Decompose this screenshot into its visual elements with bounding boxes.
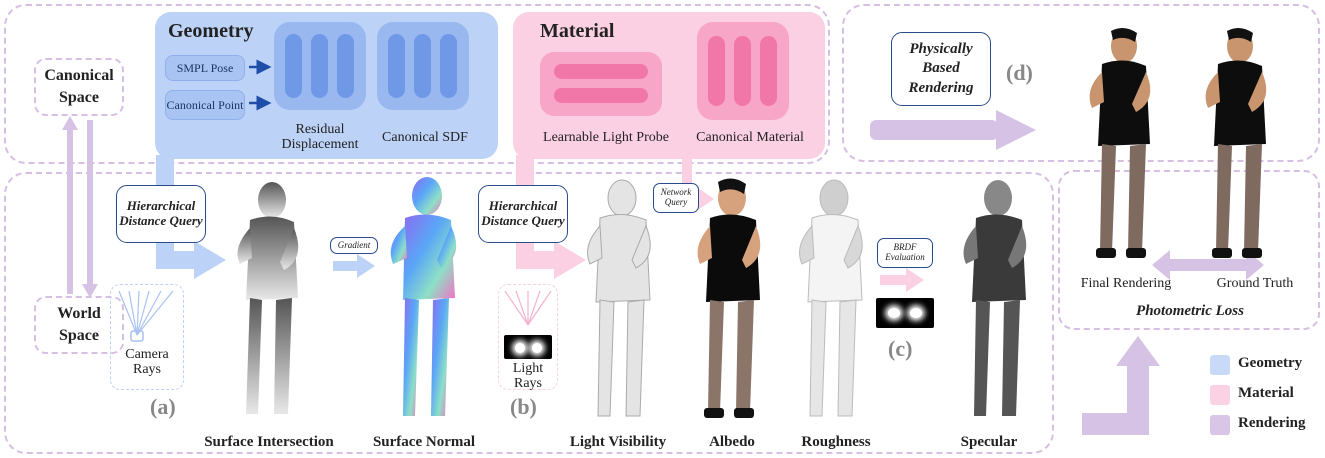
rendering-arrow: [870, 110, 1040, 150]
material-net-icon: [697, 22, 789, 120]
legend-rendering-label: Rendering: [1238, 415, 1306, 432]
sdf-net-icon: [377, 22, 469, 110]
canonical-space-label: Canonical Space: [36, 65, 122, 108]
space-transform-arrows: [60, 116, 104, 298]
light-probe-label: Learnable Light Probe: [527, 130, 685, 145]
geometry-title: Geometry: [168, 20, 254, 43]
final-rendering-image: [1074, 26, 1174, 266]
light-probe-image: [504, 335, 552, 359]
caption-surface-intersection: Surface Intersection: [196, 434, 342, 451]
pbr-box: Physically Based Rendering: [891, 32, 991, 106]
camera-rays-box: Camera Rays: [110, 284, 184, 390]
label-d: (d): [1006, 60, 1033, 86]
smpl-pose-box: SMPL Pose: [165, 55, 245, 81]
light-rays-label: Light Rays: [501, 361, 555, 392]
legend-material-swatch: [1210, 385, 1230, 405]
albedo-image: [678, 176, 778, 428]
ground-truth-label: Ground Truth: [1200, 276, 1310, 291]
canonical-point-box: Canonical Point: [165, 90, 245, 120]
residual-displacement-label: Residual Displacement: [270, 122, 370, 153]
legend-material-label: Material: [1238, 385, 1294, 402]
hierarchical-query-box-1: Hierarchical Distance Query: [116, 185, 206, 243]
label-b: (b): [510, 394, 537, 420]
brdf-evaluation-box: BRDF Evaluation: [877, 238, 933, 268]
canonical-space-box: Canonical Space: [34, 58, 124, 116]
label-a: (a): [150, 394, 176, 420]
legend-rendering-swatch: [1210, 415, 1230, 435]
ground-truth-image: [1190, 26, 1290, 266]
canonical-sdf-label: Canonical SDF: [370, 130, 480, 145]
brdf-light-image: [876, 298, 934, 328]
gradient-box: Gradient: [330, 237, 378, 254]
caption-roughness: Roughness: [786, 434, 886, 451]
specular-image: [944, 176, 1048, 428]
caption-albedo: Albedo: [692, 434, 772, 451]
light-rays-icon: [499, 287, 557, 327]
camera-rays-icon: [111, 287, 183, 347]
caption-light-visibility: Light Visibility: [556, 434, 680, 451]
caption-specular: Specular: [944, 434, 1034, 451]
light-visibility-image: [566, 176, 672, 428]
final-rendering-label: Final Rendering: [1066, 276, 1186, 291]
residual-net-icon: [274, 22, 366, 110]
canonical-material-label: Canonical Material: [680, 130, 820, 145]
light-probe-icon: [540, 52, 662, 116]
label-c: (c): [888, 336, 912, 362]
material-title: Material: [540, 20, 614, 43]
input-arrows: [245, 55, 275, 115]
roughness-image: [782, 176, 882, 428]
gradient-arrow: [333, 254, 377, 278]
legend-geometry-swatch: [1210, 355, 1230, 375]
loss-return-arrow: [1076, 336, 1196, 440]
brdf-arrow: [880, 268, 928, 292]
photometric-loss-label: Photometric Loss: [1100, 303, 1280, 320]
hierarchical-query-box-2: Hierarchical Distance Query: [478, 185, 568, 243]
caption-surface-normal: Surface Normal: [364, 434, 484, 451]
legend-geometry-label: Geometry: [1238, 355, 1302, 372]
surface-normal-image: [375, 172, 485, 430]
camera-rays-label: Camera Rays: [117, 347, 177, 378]
surface-intersection-image: [210, 178, 320, 428]
light-rays-box: Light Rays: [498, 284, 558, 390]
